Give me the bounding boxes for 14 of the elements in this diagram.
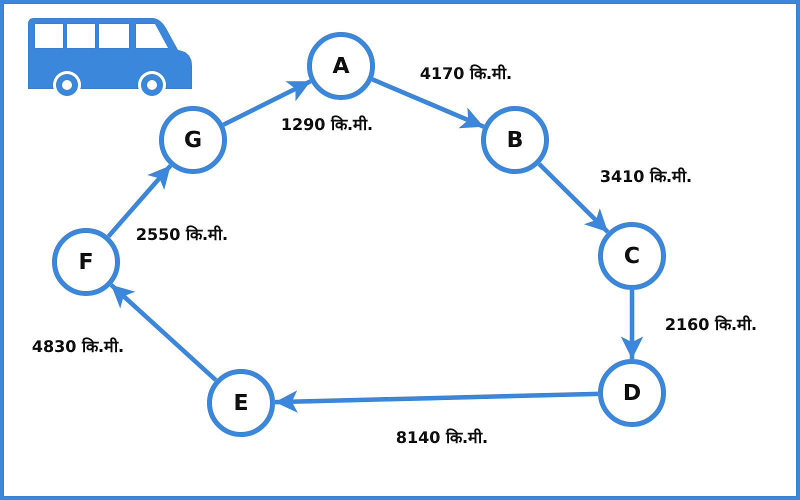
arrow — [371, 77, 485, 129]
node-circle: D — [598, 359, 666, 427]
arrow — [110, 283, 218, 382]
arrow — [274, 390, 598, 413]
node-circle: E — [207, 369, 275, 437]
arrow — [106, 164, 172, 238]
node-circle: G — [159, 106, 227, 174]
arrow — [222, 79, 312, 127]
arrow — [620, 290, 644, 359]
arrow — [538, 162, 610, 234]
node-circle: A — [307, 32, 375, 100]
node-circle: C — [598, 222, 666, 290]
node-circle: B — [481, 106, 549, 174]
node-circle: F — [52, 228, 120, 296]
